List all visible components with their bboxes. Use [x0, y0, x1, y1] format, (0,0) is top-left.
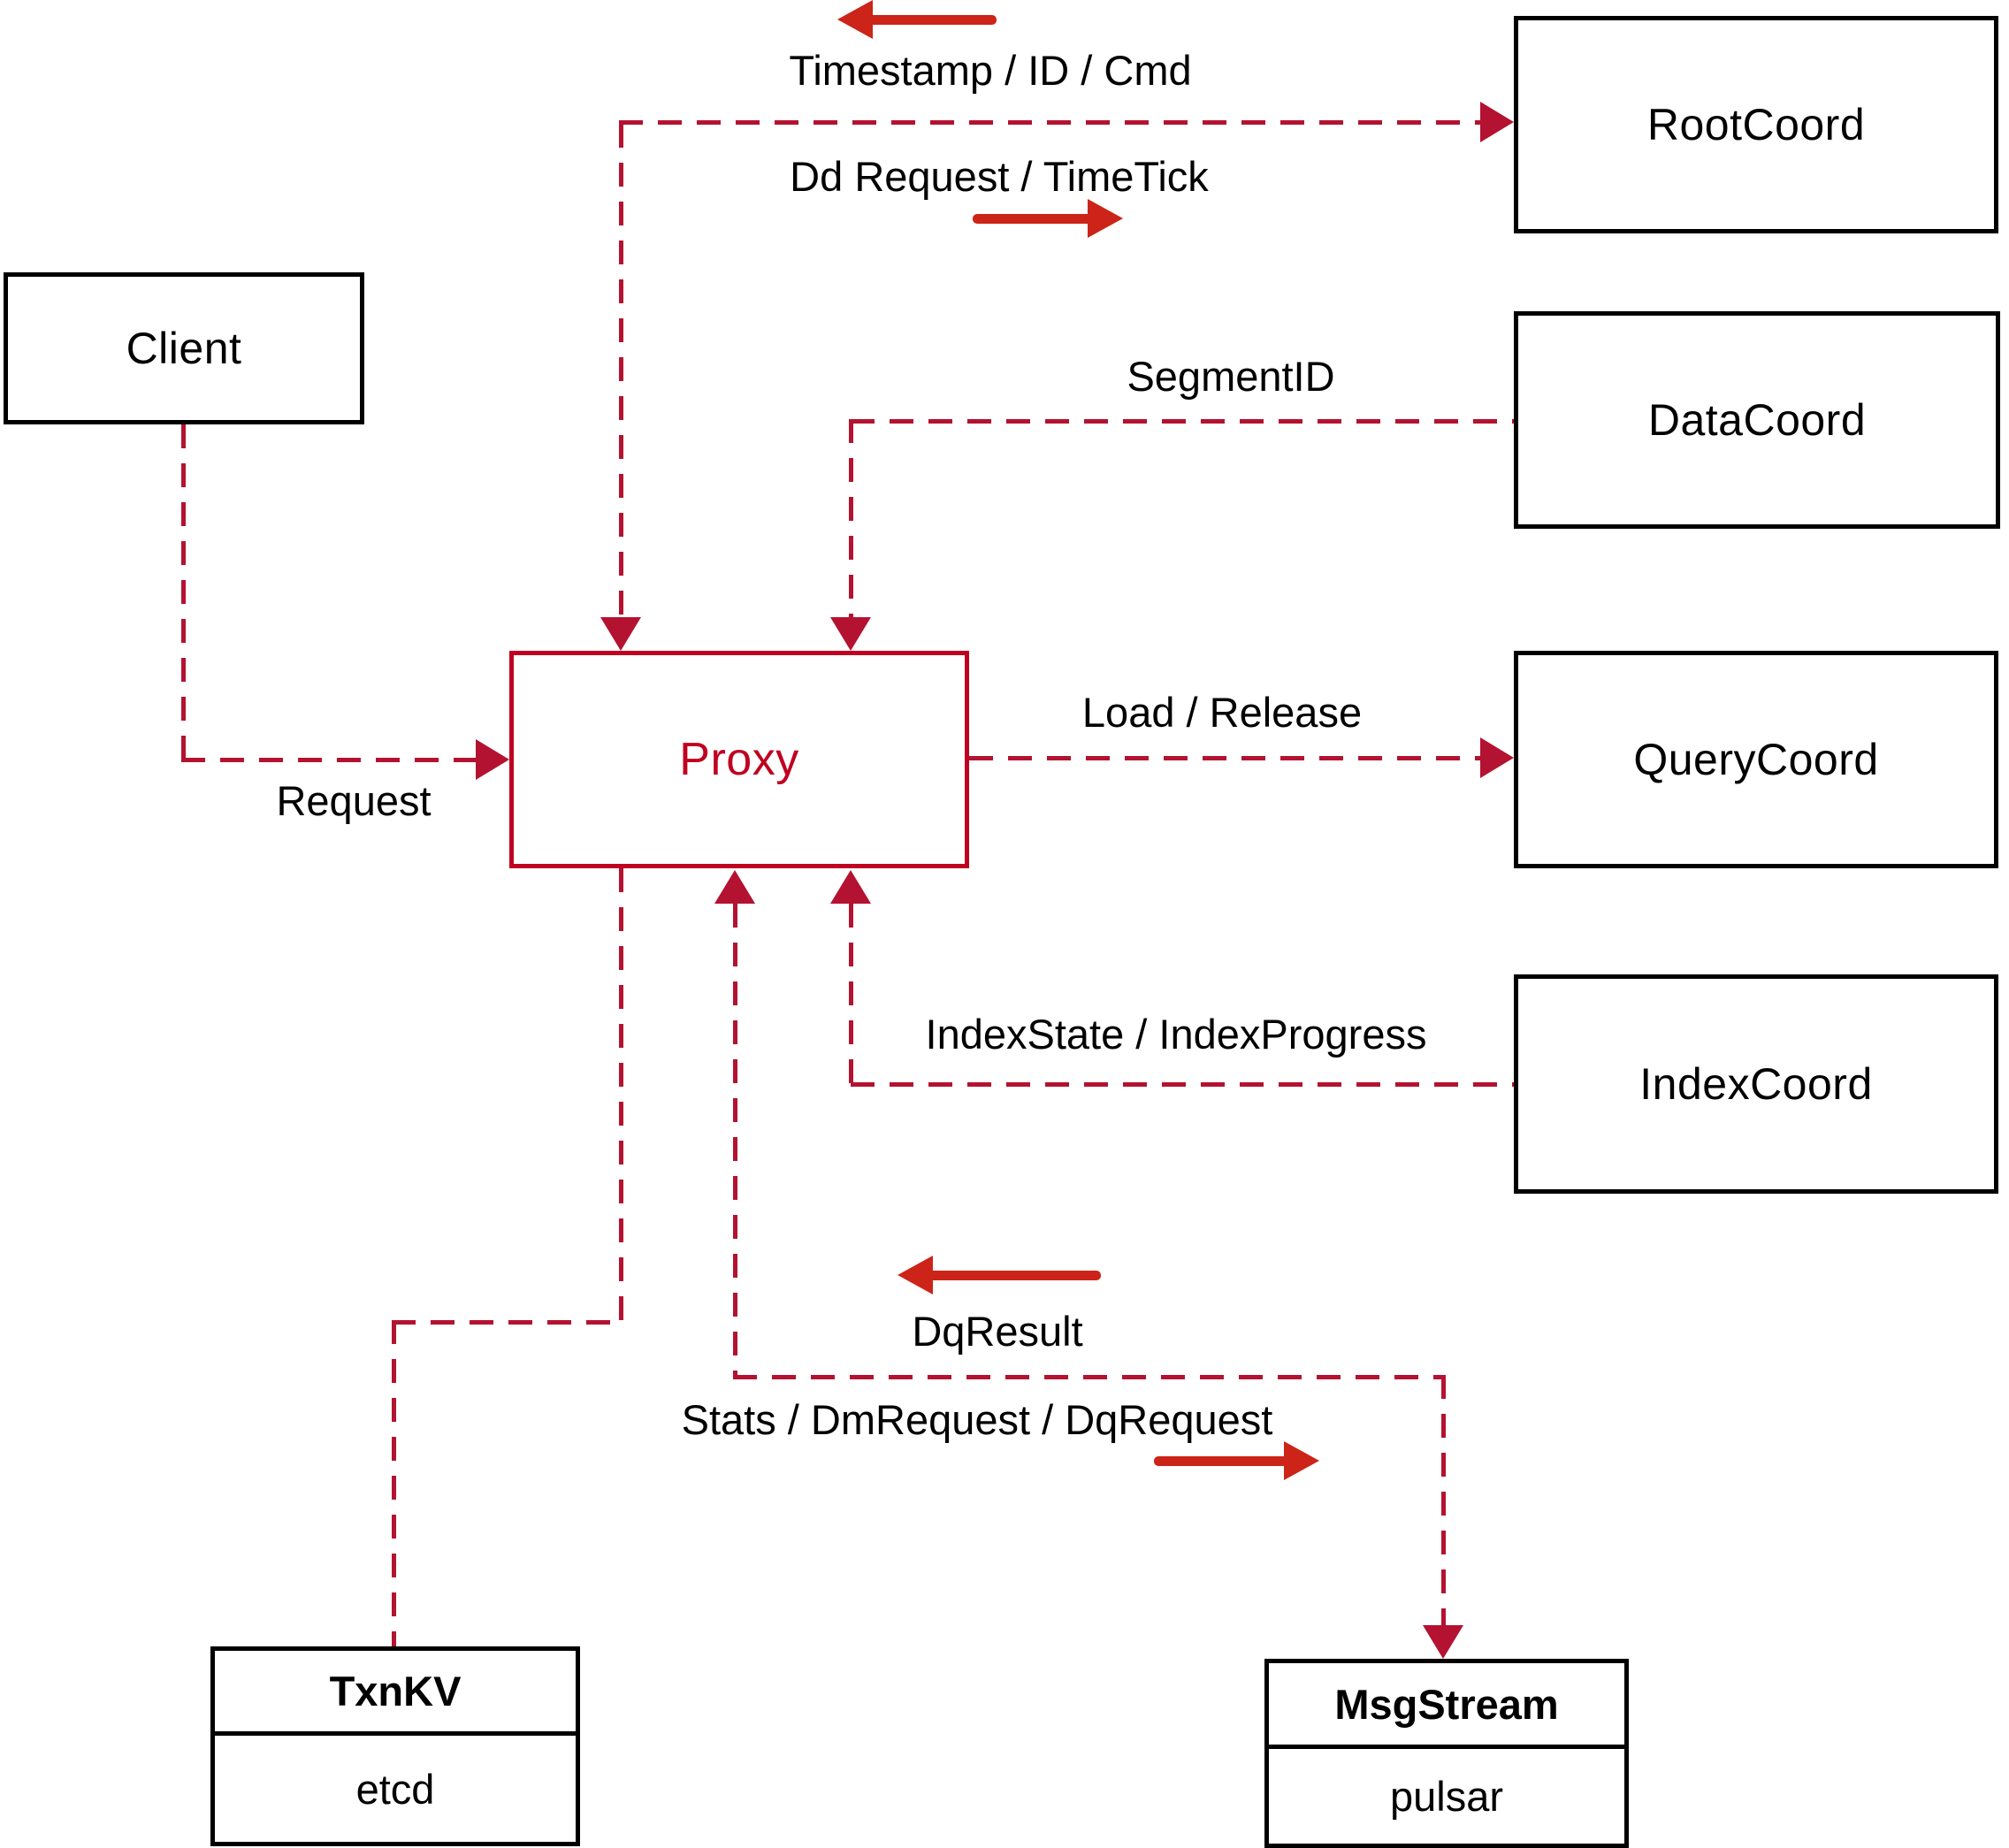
arrow-shaft [928, 1271, 1101, 1280]
node-datacoord: DataCoord [1514, 311, 2000, 529]
node-txnkv-subtitle: etcd [355, 1765, 435, 1813]
arrowhead-into-querycoord [1480, 737, 1514, 778]
node-proxy: Proxy [509, 651, 969, 868]
direction-arrow-right-ddrequest-icon [973, 199, 1123, 238]
arrowhead-into-proxy-bottom-right [830, 870, 871, 904]
node-indexcoord: IndexCoord [1514, 974, 1998, 1194]
edge-label-indexstate-indexprogress: IndexState / IndexProgress [925, 1011, 1427, 1058]
node-client-label: Client [126, 324, 242, 373]
node-rootcoord-label: RootCoord [1646, 100, 1866, 149]
direction-arrow-left-timestamp-icon [837, 0, 997, 39]
arrow-tip-icon [837, 0, 873, 39]
edge-client-proxy-horizontal [181, 758, 477, 762]
edge-indexcoord-proxy-horizontal [851, 1082, 1514, 1087]
arrow-tip-icon [1088, 199, 1123, 238]
edge-client-proxy-vertical [181, 424, 186, 762]
arrow-shaft [867, 15, 997, 25]
node-msgstream: MsgStream pulsar [1264, 1659, 1629, 1848]
edge-proxy-msgstream-horizontal [733, 1375, 1446, 1379]
node-msgstream-subtitle: pulsar [1389, 1773, 1503, 1820]
arrowhead-into-proxy-left [476, 739, 509, 780]
node-txnkv: TxnKV etcd [210, 1646, 580, 1846]
edge-proxy-rootcoord-vertical [619, 124, 623, 619]
arrow-tip-icon [898, 1256, 933, 1294]
arrowhead-into-rootcoord [1480, 102, 1514, 142]
edge-datacoord-proxy-vertical [849, 419, 853, 619]
edge-proxy-txnkv-horizontal [392, 1320, 622, 1325]
node-indexcoord-label: IndexCoord [1639, 1059, 1873, 1109]
arrowhead-into-msgstream [1423, 1625, 1463, 1659]
arrow-shaft [973, 214, 1093, 224]
direction-arrow-left-dqresult-icon [898, 1256, 1101, 1294]
arrowhead-into-proxy-bottom-left [714, 870, 755, 904]
node-rootcoord: RootCoord [1514, 16, 1998, 233]
edge-proxy-msgstream-vertical1 [733, 904, 737, 1377]
edge-proxy-txnkv-vertical1 [619, 868, 623, 1324]
arrow-tip-icon [1284, 1441, 1319, 1480]
edge-label-dqresult: DqResult [912, 1308, 1083, 1355]
edge-label-stats-dmrequest-dqrequest: Stats / DmRequest / DqRequest [681, 1396, 1273, 1443]
node-querycoord: QueryCoord [1514, 651, 1998, 868]
edge-proxy-txnkv-vertical2 [392, 1320, 396, 1646]
edge-label-segmentid: SegmentID [1127, 353, 1335, 400]
direction-arrow-right-stats-icon [1154, 1441, 1319, 1480]
edge-datacoord-proxy-horizontal [851, 419, 1514, 424]
edge-label-timestamp-id-cmd: Timestamp / ID / Cmd [789, 47, 1192, 94]
edge-label-load-release: Load / Release [1081, 689, 1363, 736]
arrowhead-into-proxy-top-right [830, 617, 871, 651]
edge-label-dd-request-timetick: Dd Request / TimeTick [790, 153, 1209, 200]
node-querycoord-label: QueryCoord [1633, 735, 1879, 784]
edge-proxy-rootcoord-horizontal [619, 120, 1482, 125]
node-client: Client [4, 272, 364, 424]
node-msgstream-title: MsgStream [1269, 1663, 1624, 1749]
arrowhead-into-proxy-top-left [600, 617, 641, 651]
edge-indexcoord-proxy-vertical [849, 904, 853, 1084]
node-proxy-label: Proxy [679, 734, 799, 785]
edge-proxy-msgstream-vertical2 [1441, 1375, 1446, 1625]
edge-label-request: Request [276, 777, 432, 824]
node-txnkv-title: TxnKV [215, 1651, 576, 1736]
node-datacoord-label: DataCoord [1647, 395, 1867, 445]
edge-proxy-querycoord [969, 756, 1482, 760]
arrow-shaft [1154, 1456, 1289, 1466]
